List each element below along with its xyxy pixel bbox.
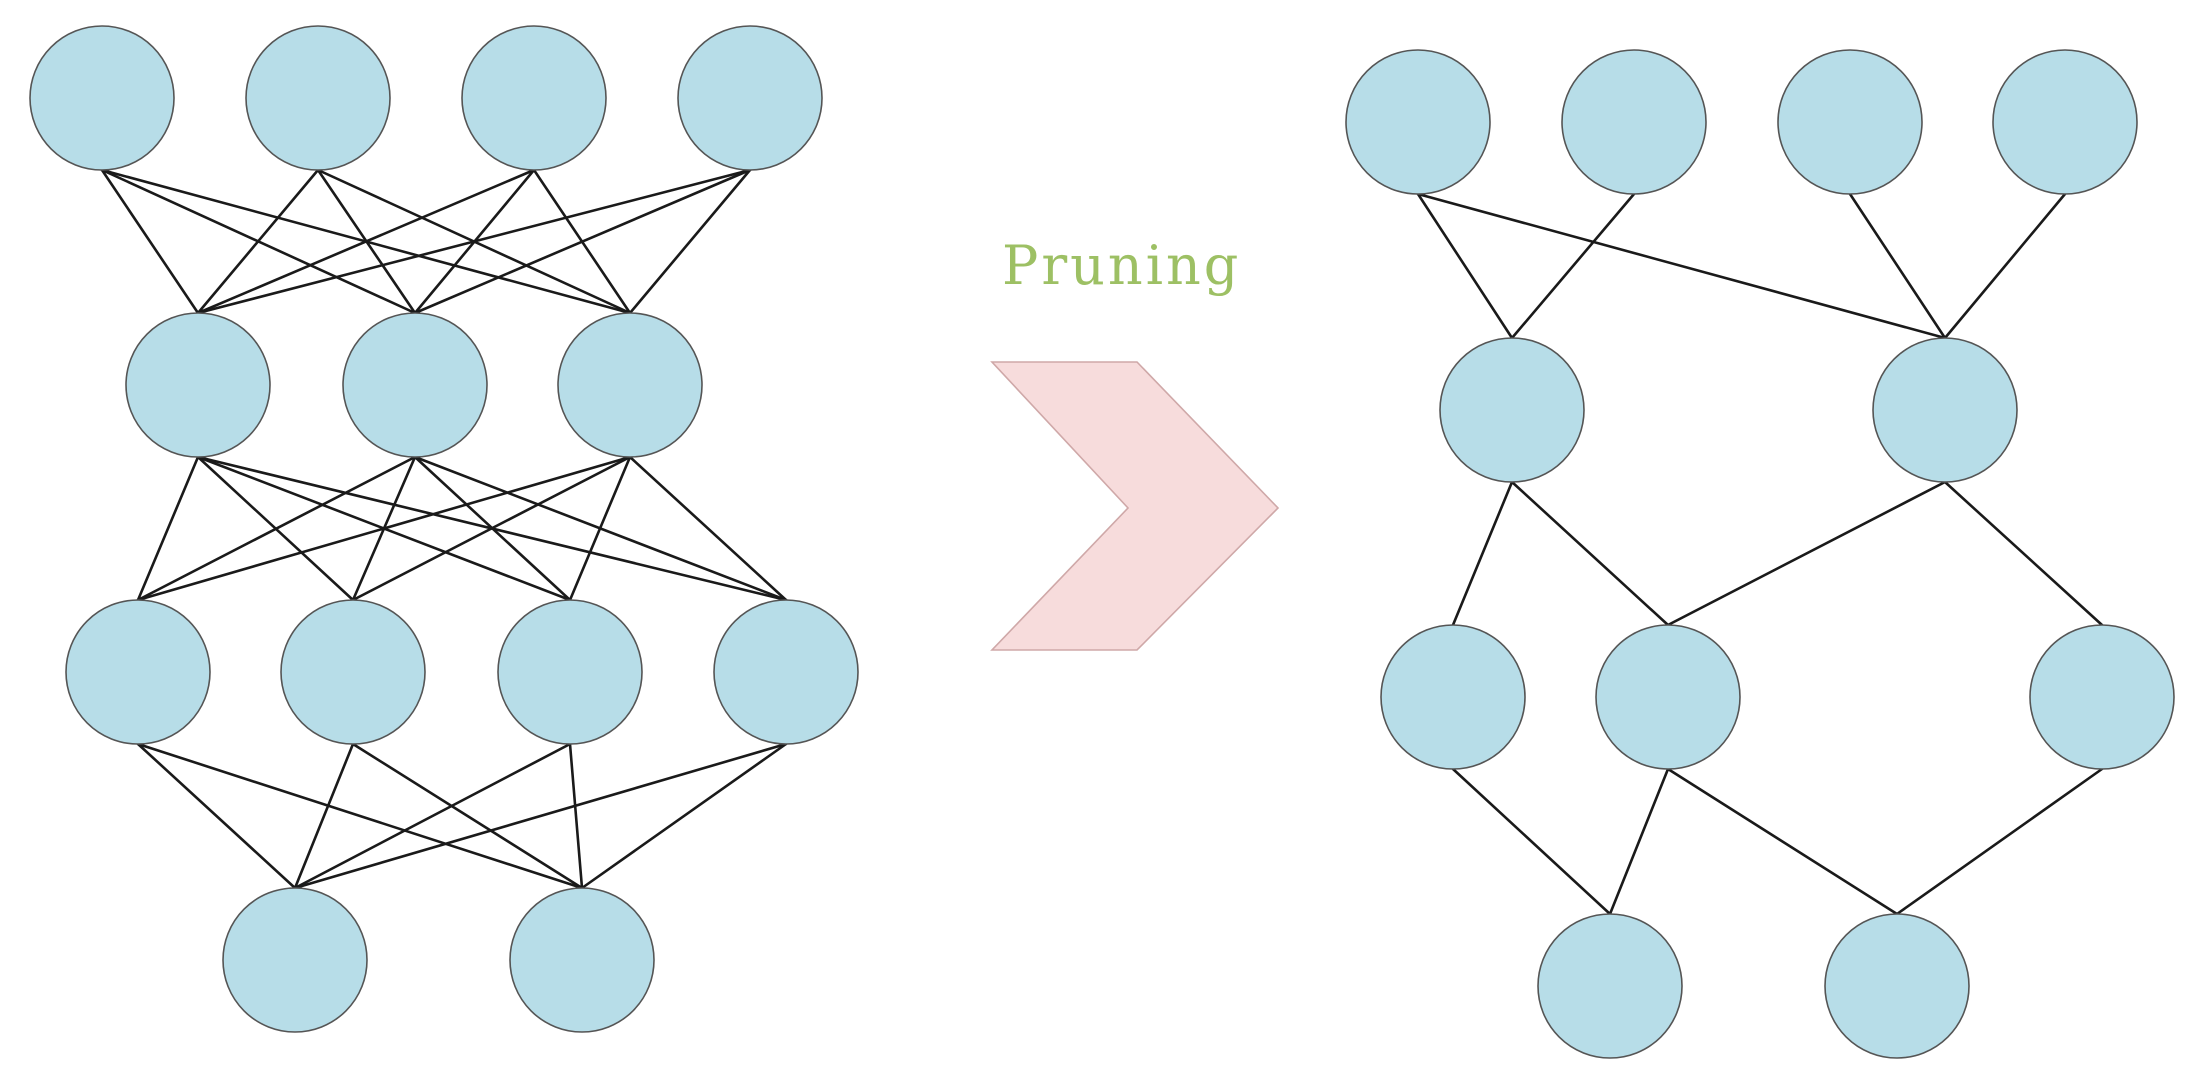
dense-network-node-layer1-0	[125, 312, 271, 458]
dense-network-edge-1-2-to-2-3	[628, 455, 788, 602]
dense-network-node-layer2-3	[713, 599, 859, 745]
dense-network-node-layer0-0	[29, 25, 175, 171]
pruned-network-node-layer2-2	[2029, 624, 2175, 770]
dense-network-edge-2-2-to-3-1	[568, 742, 584, 890]
dense-network-edge-2-1-to-3-1	[351, 742, 584, 890]
pruned-network-edge-2-1-to-3-1	[1666, 767, 1899, 916]
pruned-network-node-layer3-0	[1537, 913, 1683, 1059]
pruned-network-edge-2-0-to-3-0	[1451, 767, 1612, 916]
dense-network-nodes	[29, 25, 859, 1033]
dense-network-edge-2-1-to-3-0	[293, 742, 355, 890]
pruned-network-node-layer3-1	[1824, 913, 1970, 1059]
dense-network-node-layer0-3	[677, 25, 823, 171]
pruned-network-edge-2-2-to-3-1	[1895, 767, 2104, 916]
dense-network-node-layer1-2	[557, 312, 703, 458]
dense-network-node-layer2-2	[497, 599, 643, 745]
pruned-network-node-layer0-2	[1777, 49, 1923, 195]
pruned-network-node-layer2-1	[1595, 624, 1741, 770]
dense-network-edge-0-2-to-1-0	[196, 168, 536, 315]
pruned-network-edge-0-3-to-1-1	[1943, 192, 2067, 340]
dense-network-edges	[100, 168, 788, 890]
pruned-network-edge-0-1-to-1-0	[1510, 192, 1636, 340]
dense-network-edge-2-0-to-3-0	[136, 742, 297, 890]
dense-network-node-layer3-0	[222, 887, 368, 1033]
pruned-network-node-layer0-1	[1561, 49, 1707, 195]
pruned-network-edges	[1416, 192, 2104, 916]
pruned-network-edge-1-0-to-2-1	[1510, 480, 1670, 627]
pruned-network-edge-1-0-to-2-0	[1451, 480, 1514, 627]
pruned-network-edge-2-1-to-3-0	[1608, 767, 1670, 916]
dense-network-node-layer2-0	[65, 599, 211, 745]
pruned-network-node-layer0-0	[1345, 49, 1491, 195]
dense-network-node-layer2-1	[280, 599, 426, 745]
dense-network-edge-0-3-to-1-1	[413, 168, 752, 315]
pruned-network-edge-0-2-to-1-1	[1848, 192, 1947, 340]
dense-network-edge-1-0-to-2-0	[136, 455, 200, 602]
dense-network-edge-1-2-to-2-1	[351, 455, 632, 602]
dense-network-node-layer1-1	[342, 312, 488, 458]
dense-network-edge-2-3-to-3-0	[293, 742, 788, 890]
pruned-network-node-layer1-0	[1439, 337, 1585, 483]
dense-network	[29, 25, 859, 1033]
dense-network-node-layer0-1	[245, 25, 391, 171]
pruned-network-edge-1-1-to-2-2	[1943, 480, 2104, 627]
pruned-network-nodes	[1345, 49, 2175, 1059]
dense-network-edge-2-3-to-3-1	[580, 742, 788, 890]
dense-network-edge-1-2-to-2-0	[136, 455, 632, 602]
dense-network-edge-0-0-to-1-0	[100, 168, 200, 315]
dense-network-edge-2-0-to-3-1	[136, 742, 584, 890]
pruned-network-edge-0-0-to-1-0	[1416, 192, 1514, 340]
pruned-network-node-layer1-1	[1872, 337, 2018, 483]
pruned-network	[1345, 49, 2175, 1059]
dense-network-node-layer3-1	[509, 887, 655, 1033]
pruned-network-edge-0-0-to-1-1	[1416, 192, 1947, 340]
dense-network-edge-0-1-to-1-0	[196, 168, 320, 315]
pruned-network-edge-1-1-to-2-1	[1666, 480, 1947, 627]
pruning-label: Pruning	[1002, 234, 1241, 297]
dense-network-edge-2-2-to-3-0	[293, 742, 572, 890]
dense-network-edge-0-3-to-1-2	[628, 168, 752, 315]
dense-network-node-layer0-2	[461, 25, 607, 171]
dense-network-edge-1-2-to-2-2	[568, 455, 632, 602]
dense-network-edge-0-3-to-1-0	[196, 168, 752, 315]
pruning-arrow-chevron	[990, 361, 1280, 651]
pruned-network-node-layer0-3	[1992, 49, 2138, 195]
dense-network-edge-1-1-to-2-0	[136, 455, 417, 602]
pruned-network-node-layer2-0	[1380, 624, 1526, 770]
